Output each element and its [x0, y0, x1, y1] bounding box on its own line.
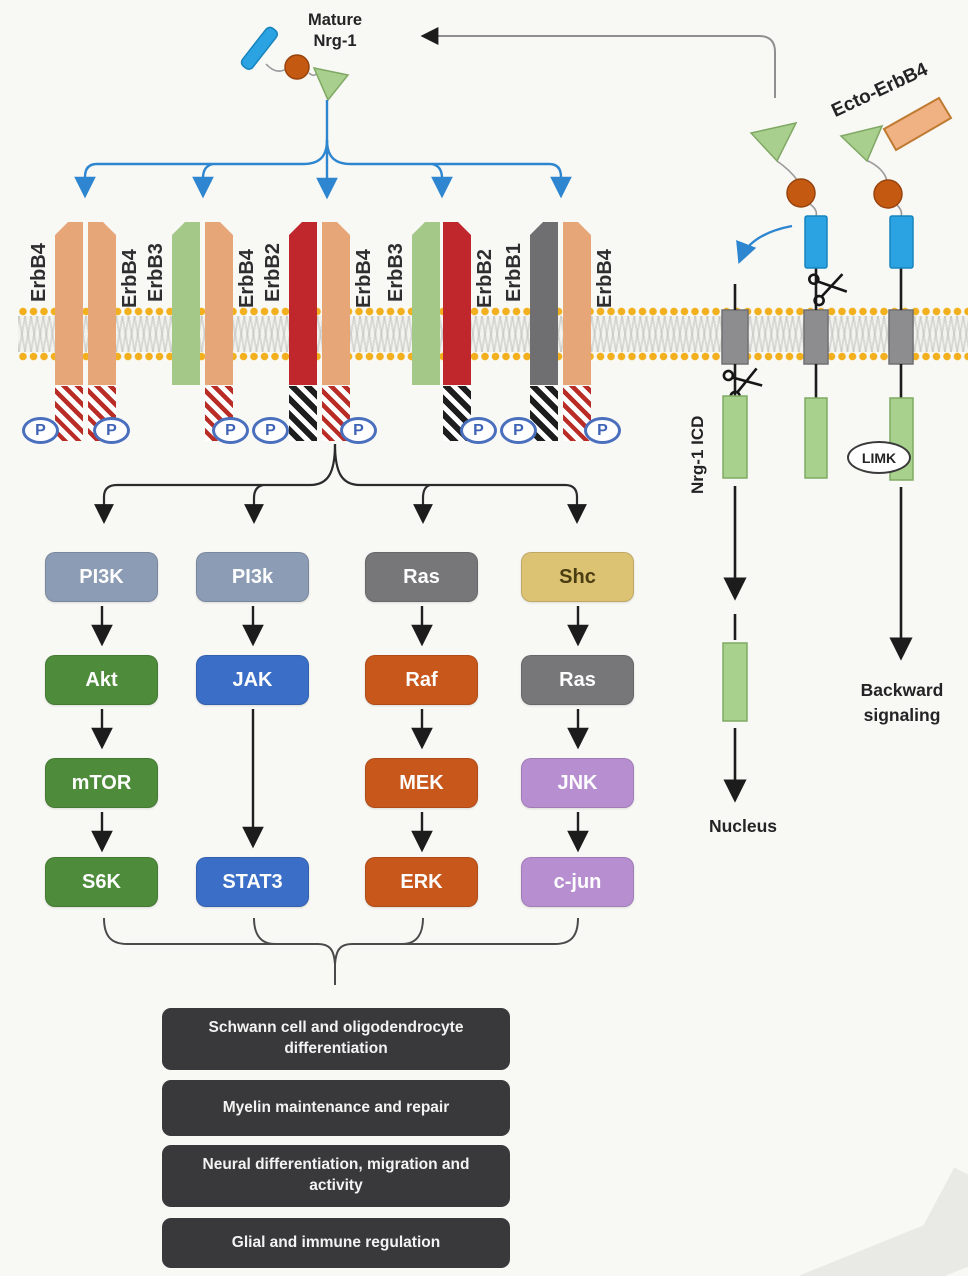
nrg1-egf-domain-triangle: [312, 66, 350, 102]
receptor-label: ErbB4: [119, 249, 141, 308]
receptor-label: ErbB4: [236, 249, 258, 308]
nrg1-icd-to-nucleus: [722, 642, 748, 722]
nrg1-stalk-domain: [889, 215, 914, 269]
output-box: Neural differentiation, migration and ac…: [162, 1145, 510, 1207]
receptor-label: ErbB3: [145, 243, 167, 302]
cascade-box-pi3k: PI3K: [45, 552, 158, 602]
nrg1-egf-domain-triangle: [749, 121, 798, 163]
nrg1-egf-domain-triangle: [839, 124, 884, 163]
phospho-badge: P: [252, 417, 289, 444]
receptor-label: ErbB2: [262, 243, 284, 302]
nrg1-ig-domain: [284, 54, 310, 80]
nrg1-ig-domain: [786, 178, 816, 208]
cascade-box-raf: Raf: [365, 655, 478, 705]
ligand-to-receptor-arrows: [74, 100, 572, 200]
cascade-box-mek: MEK: [365, 758, 478, 808]
ligand-release-arrow: [420, 27, 776, 98]
kinase-tail: [289, 386, 317, 441]
receptor-bar-erbb4: [563, 222, 591, 385]
receptor-bar-erbb4: [205, 222, 233, 385]
shedding-arrow: [736, 224, 793, 265]
nrg1-ig-domain: [873, 179, 903, 209]
phospho-badge: P: [500, 417, 537, 444]
cascade-box-erk: ERK: [365, 857, 478, 907]
receptor-bar-erbb3: [412, 222, 440, 385]
cascade-box-cjun: c-jun: [521, 857, 634, 907]
phospho-badge: P: [93, 417, 130, 444]
cascade-box-jnk: JNK: [521, 758, 634, 808]
nrg1-stalk-domain: [804, 215, 828, 269]
cascade-to-outputs-brace: [103, 917, 579, 985]
kinase-tail-active: [55, 386, 83, 441]
receptor-bar-erbb1: [530, 222, 558, 385]
phospho-badge: P: [22, 417, 59, 444]
phospho-badge: P: [212, 417, 249, 444]
backward-signaling-label: Backward signaling: [860, 680, 944, 725]
receptor-label: ErbB4: [594, 249, 616, 308]
limk-badge: LIMK: [847, 441, 911, 474]
cascade-box-akt: Akt: [45, 655, 158, 705]
phospho-badge: P: [340, 417, 377, 444]
receptor-bar-erbb2: [443, 222, 471, 385]
membrane-lipid-heads-bottom: [18, 351, 968, 362]
nrg1-icd-fragment: [804, 397, 828, 479]
cascade-step-arrows: [91, 606, 589, 853]
output-box: Myelin maintenance and repair: [162, 1080, 510, 1136]
receptor-to-cascade-arrows: [94, 443, 587, 524]
phospho-badge: P: [584, 417, 621, 444]
receptor-bar-erbb4: [322, 222, 350, 385]
cascade-box-stat3: STAT3: [196, 857, 309, 907]
output-box: Glial and immune regulation: [162, 1218, 510, 1268]
ecto-erbb4-fragment: [882, 96, 953, 152]
nrg1-transmembrane-rod: [240, 26, 279, 70]
receptor-label: ErbB2: [474, 249, 496, 308]
receptor-label: ErbB3: [385, 243, 407, 302]
receptor-bar-erbb2: [289, 222, 317, 385]
cascade-box-jak: JAK: [196, 655, 309, 705]
cascade-box-shc: Shc: [521, 552, 634, 602]
mature-nrg1-ligand: [240, 26, 350, 102]
nucleus-label: Nucleus: [708, 816, 778, 836]
scissors-icon: [807, 266, 850, 308]
cascade-box-pi3k2: PI3k: [196, 552, 309, 602]
receptor-label: ErbB1: [503, 243, 525, 302]
mature-nrg1-label: Mature Nrg-1: [307, 11, 363, 50]
membrane-lipid-heads-top: [18, 306, 968, 317]
cascade-box-ras: Ras: [365, 552, 478, 602]
phospho-badge: P: [460, 417, 497, 444]
receptor-label: ErbB4: [28, 243, 50, 302]
receptor-bar-erbb4: [88, 222, 116, 385]
receptor-bar-erbb3: [172, 222, 200, 385]
nrg1-icd-fragment: [722, 395, 748, 479]
receptor-label: ErbB4: [353, 249, 375, 308]
nrg1-icd-label: Nrg-1 ICD: [688, 415, 707, 494]
cascade-box-mtor: mTOR: [45, 758, 158, 808]
cascade-box-ras2: Ras: [521, 655, 634, 705]
cascade-box-s6k: S6K: [45, 857, 158, 907]
receptor-bar-erbb4: [55, 222, 83, 385]
output-box: Schwann cell and oligodendrocyte differe…: [162, 1008, 510, 1070]
